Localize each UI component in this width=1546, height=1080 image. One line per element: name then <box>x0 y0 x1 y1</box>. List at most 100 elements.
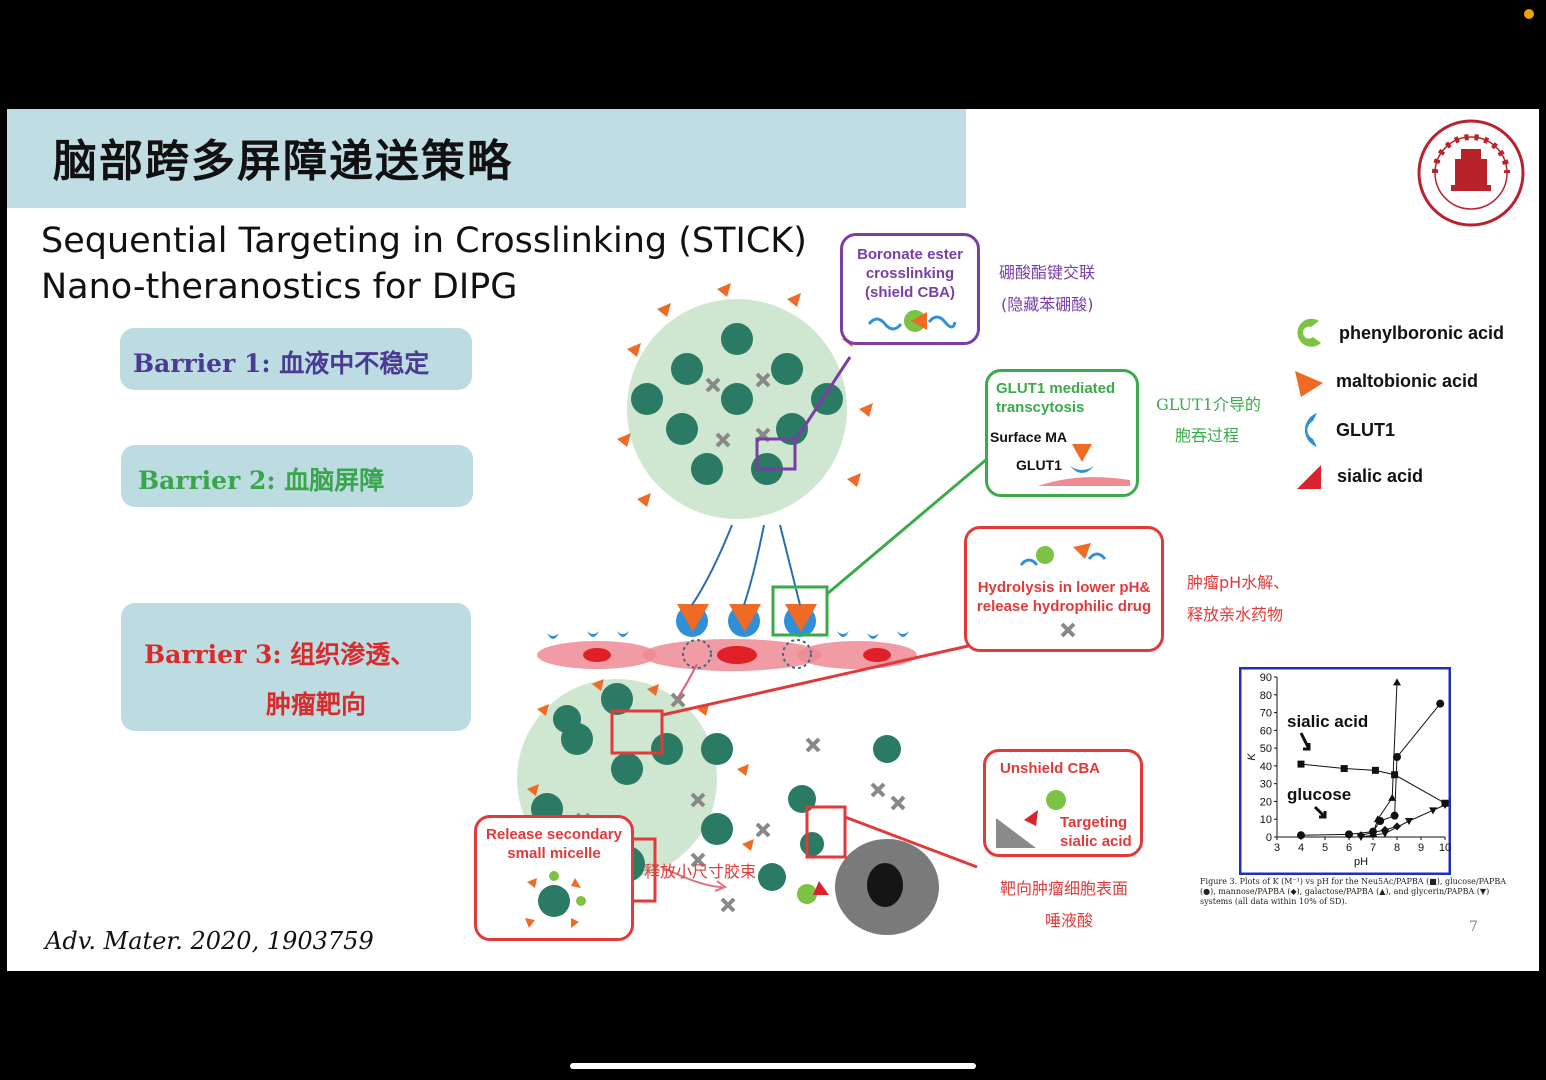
y-tick-label: 40 <box>1260 761 1272 773</box>
unshield-callout: Unshield CBA Targeting sialic acid <box>983 749 1143 857</box>
x-tick-label: 6 <box>1346 842 1352 854</box>
x-tick-label: 3 <box>1274 842 1280 854</box>
boronate-cn-1: 硼酸酯键交联 <box>999 263 1096 282</box>
boronate-text-3: (shield CBA) <box>865 284 955 301</box>
barrier-3-label-line-2: 肿瘤靶向 <box>266 690 367 719</box>
annotation-arrow-sialic <box>1299 732 1311 751</box>
barrier-2-label: Barrier 2: 血脑屏障 <box>138 466 385 495</box>
data-point-square <box>1297 760 1305 768</box>
barrier-2-box: Barrier 2: 血脑屏障 <box>121 445 473 507</box>
data-point-circle <box>1345 830 1353 839</box>
y-tick-label: 10 <box>1260 814 1272 826</box>
unshield-cn-1: 靶向肿瘤细胞表面 <box>1000 879 1129 898</box>
boronate-ester-icon <box>867 310 957 332</box>
boronate-cn-2: (隐藏苯硼酸) <box>1001 295 1094 314</box>
unshield-text-1: Targeting <box>1060 814 1128 831</box>
annotation-sialic-acid: sialic acid <box>1287 712 1368 731</box>
data-point-triangle-down <box>1381 830 1389 838</box>
x-axis-label: pH <box>1354 856 1368 868</box>
y-tick-label: 80 <box>1260 690 1272 702</box>
glut1-text-2: transcytosis <box>996 399 1085 416</box>
annotation-arrow-glucose <box>1313 805 1327 819</box>
y-tick-label: 70 <box>1260 708 1272 720</box>
barrier-1-box: Barrier 1: 血液中不稳定 <box>120 328 472 390</box>
data-point-triangle-up <box>1393 678 1401 686</box>
annotation-glucose: glucose <box>1287 785 1351 804</box>
glut1-label: GLUT1 <box>1016 457 1062 473</box>
barrier-1-label: Barrier 1: 血液中不稳定 <box>133 349 430 378</box>
release-callout: Release secondary small micelle <box>474 815 634 941</box>
y-axis-label: K <box>1246 753 1258 761</box>
unshield-title: Unshield CBA <box>1000 760 1101 777</box>
data-point-circle <box>1393 753 1401 761</box>
unshield-cn-2: 唾液酸 <box>1045 911 1094 930</box>
boronate-text-1: Boronate ester <box>857 246 963 263</box>
maltobionic-acid-icon <box>1295 371 1323 397</box>
data-point-square <box>1340 765 1348 773</box>
unshield-targeting-icon <box>996 790 1066 848</box>
glut1-cn-2: 胞吞过程 <box>1175 426 1240 445</box>
subtitle-line-1: Sequential Targeting in Crosslinking (ST… <box>41 221 807 261</box>
data-point-diamond <box>1381 825 1389 834</box>
hydrolysis-icon <box>1019 543 1107 566</box>
boronate-text-2: crosslinking <box>865 265 955 282</box>
data-point-circle <box>1390 811 1399 820</box>
stick-schematic-illustration <box>496 283 988 935</box>
page-number: 7 <box>1469 919 1478 935</box>
glut1-text-1: GLUT1 mediated <box>996 380 1116 397</box>
small-micelle-icon <box>525 871 586 928</box>
data-point-triangle-down <box>1429 807 1437 815</box>
barrier-3-label-line-1: Barrier 3: 组织渗透、 <box>144 640 416 669</box>
data-point-triangle-up <box>1388 793 1397 801</box>
legend-label-sialic: sialic acid <box>1337 466 1424 486</box>
glut1-cn-1: GLUT1介导的 <box>1156 395 1261 414</box>
data-point-circle <box>1297 831 1305 840</box>
data-point-circle <box>1436 699 1445 708</box>
x-tick-label: 5 <box>1322 842 1328 854</box>
data-point-diamond <box>1393 822 1401 831</box>
y-tick-label: 90 <box>1260 672 1272 684</box>
university-seal-logo <box>1417 119 1525 227</box>
series-line <box>1372 682 1398 834</box>
barrier-3-box: Barrier 3: 组织渗透、 肿瘤靶向 <box>121 603 471 731</box>
data-point-triangle-up <box>1373 815 1382 823</box>
data-point-triangle-down <box>1405 818 1413 825</box>
data-point-triangle-down <box>1357 834 1365 841</box>
sialic-acid-icon <box>1297 465 1321 489</box>
data-point-triangle-up <box>1369 829 1377 837</box>
boronate-callout: Boronate ester crosslinking (shield CBA) <box>840 233 980 345</box>
y-tick-label: 50 <box>1260 743 1272 755</box>
y-tick-label: 20 <box>1260 796 1272 808</box>
glut1-surface-ma: Surface MA <box>990 429 1068 445</box>
release-cn: 释放小尺寸胶束 <box>644 862 757 881</box>
legend-label-maltobionic: maltobionic acid <box>1336 371 1479 391</box>
data-point-square <box>1371 766 1379 774</box>
y-tick-label: 60 <box>1260 725 1272 737</box>
legend-label-glut1: GLUT1 <box>1336 420 1396 440</box>
subtitle-line-2: Nano-theranostics for DIPG <box>41 267 518 307</box>
glut1-callout: GLUT1 mediated transcytosis Surface MA G… <box>985 369 1139 497</box>
y-tick-label: 30 <box>1260 779 1272 791</box>
glut1-icon <box>1304 413 1317 447</box>
hydrolysis-cn-2: 释放亲水药物 <box>1187 605 1284 624</box>
hydrophilic-drug-icon <box>1060 622 1076 638</box>
page-title: 脑部跨多屏障递送策略 <box>53 136 513 187</box>
figure-caption: Figure 3. Plots of K (M⁻¹) vs pH for the… <box>1200 877 1507 906</box>
chart-points <box>1297 678 1449 841</box>
hydrolysis-text-1: Hydrolysis in lower pH& <box>977 579 1151 596</box>
slide: 脑部跨多屏障递送策略 Sequential Targeting in Cross… <box>7 109 1539 971</box>
home-indicator[interactable] <box>570 1063 976 1069</box>
phenylboronic-acid-icon <box>1297 318 1321 347</box>
release-text-2: small micelle <box>507 845 601 862</box>
x-tick-label: 8 <box>1394 842 1400 854</box>
y-tick-label: 0 <box>1266 832 1272 844</box>
glut1-transcytosis-icon <box>1038 444 1130 486</box>
hydrolysis-cn-1: 肿瘤pH水解、 <box>1187 573 1290 592</box>
x-tick-label: 10 <box>1439 842 1451 854</box>
data-point-triangle-down <box>1441 802 1449 809</box>
x-tick-label: 7 <box>1370 842 1376 854</box>
title-band: 脑部跨多屏障递送策略 <box>7 109 966 208</box>
citation: Adv. Mater. 2020, 1903759 <box>45 927 374 955</box>
